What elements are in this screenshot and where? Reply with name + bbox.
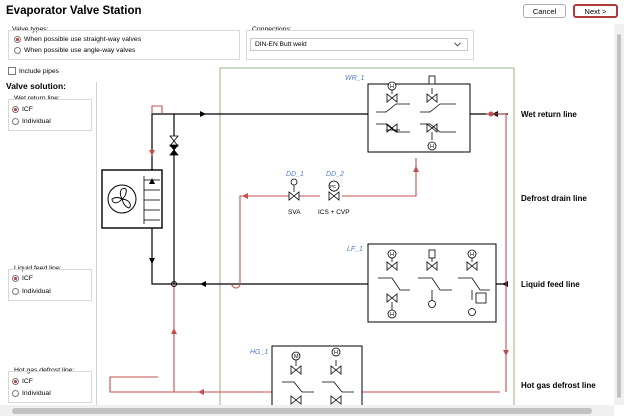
wr-valves xyxy=(376,75,456,140)
radio-empty-icon xyxy=(12,390,19,397)
hg-tag: HG_1 xyxy=(250,349,268,356)
flow-arrow-icon xyxy=(149,150,509,395)
straight-way-label: When possible use straight-way valves xyxy=(24,36,142,43)
hg-valve-block xyxy=(271,345,363,409)
radio-selected-icon xyxy=(12,106,19,113)
wet-return-individual-option[interactable]: Individual xyxy=(12,118,51,125)
hot-gas-individual-label: Individual xyxy=(22,390,51,397)
wr-valve-block xyxy=(367,83,471,153)
wet-return-label: Wet return line: xyxy=(14,95,60,102)
hot-gas-line-label: Hot gas defrost line xyxy=(521,381,596,390)
junction-dot xyxy=(171,281,177,287)
liquid-feed-line-label: Liquid feed line xyxy=(521,280,580,289)
liquid-feed-individual-option[interactable]: Individual xyxy=(12,288,51,295)
radio-selected-icon xyxy=(14,36,21,43)
h-symbol: H xyxy=(470,252,474,258)
valve-solution-heading: Valve solution: xyxy=(6,81,66,91)
check-valve-icon xyxy=(169,135,179,147)
connections-group xyxy=(246,30,474,60)
wr-tag: WR_1 xyxy=(345,75,365,82)
include-pipes-label: Include pipes xyxy=(19,67,60,75)
cancel-button[interactable]: Cancel xyxy=(523,4,566,18)
pc-symbol: PC xyxy=(330,184,337,189)
sva-label: SVA xyxy=(288,209,301,216)
h-symbol: H xyxy=(334,350,338,356)
dd1-tag: DD_1 xyxy=(286,171,304,178)
wet-return-individual-label: Individual xyxy=(22,118,51,125)
liquid-feed-group xyxy=(8,269,92,301)
angle-way-option[interactable]: When possible use angle-way valves xyxy=(14,47,135,54)
hot-gas-icf-option[interactable]: ICF xyxy=(12,378,33,385)
wet-return-icf-option[interactable]: ICF xyxy=(12,106,33,113)
next-button[interactable]: Next > xyxy=(573,4,618,18)
panel-separator xyxy=(96,82,97,405)
ics-cvp-label: ICS + CVP xyxy=(318,209,350,216)
chevron-down-icon xyxy=(454,42,461,47)
wet-return-group xyxy=(8,99,92,131)
dd2-tag: DD_2 xyxy=(326,171,344,178)
radio-selected-icon xyxy=(12,275,19,282)
straight-way-option[interactable]: When possible use straight-way valves xyxy=(14,36,141,43)
vertical-scroll-thumb[interactable] xyxy=(617,34,621,398)
h-symbol: H xyxy=(390,312,394,318)
liquid-feed-label: Liquid feed line: xyxy=(14,265,62,272)
hot-gas-icf-label: ICF xyxy=(22,378,33,385)
m-symbol: M xyxy=(294,354,299,360)
defrost-drain-line-label: Defrost drain line xyxy=(521,194,587,203)
valve-types-label: Valve types: xyxy=(12,26,49,33)
h-symbol: H xyxy=(430,144,434,150)
connections-select[interactable]: DIN-EN Butt weld xyxy=(250,38,468,51)
page-title: Evaporator Valve Station xyxy=(6,5,142,17)
radio-selected-icon xyxy=(12,378,19,385)
evaporator-coil xyxy=(143,176,160,224)
include-pipes-checkbox[interactable]: Include pipes xyxy=(8,67,59,75)
hot-gas-label: Hot gas defrost line: xyxy=(14,367,75,374)
radio-empty-icon xyxy=(14,47,21,54)
lf-valves xyxy=(378,249,490,310)
wet-return-icf-label: ICF xyxy=(22,106,33,113)
connections-value: DIN-EN Butt weld xyxy=(255,41,307,48)
connections-label: Connections: xyxy=(252,26,292,33)
checkbox-icon xyxy=(8,67,16,75)
h-symbol: H xyxy=(390,252,394,258)
horizontal-scroll-thumb[interactable] xyxy=(12,408,592,414)
check-valve-icon xyxy=(169,144,179,156)
valve-types-group xyxy=(8,30,240,60)
hot-gas-individual-option[interactable]: Individual xyxy=(12,390,51,397)
lf-tag: LF_1 xyxy=(347,246,363,253)
wet-return-line-label: Wet return line xyxy=(521,110,577,119)
fan-icon xyxy=(107,184,137,214)
liquid-feed-individual-label: Individual xyxy=(22,288,51,295)
radio-empty-icon xyxy=(12,288,19,295)
liquid-feed-icf-label: ICF xyxy=(22,275,33,282)
h-symbol: H xyxy=(390,84,394,90)
radio-empty-icon xyxy=(12,118,19,125)
liquid-feed-icf-option[interactable]: ICF xyxy=(12,275,33,282)
junction-dot xyxy=(488,111,494,117)
angle-way-label: When possible use angle-way valves xyxy=(24,47,136,54)
hg-valves xyxy=(282,360,354,405)
hot-gas-group xyxy=(8,371,92,403)
